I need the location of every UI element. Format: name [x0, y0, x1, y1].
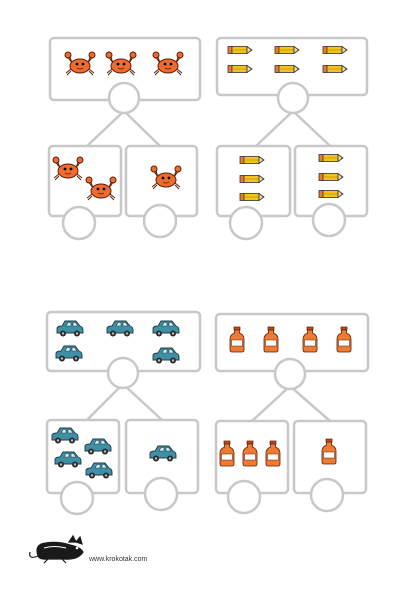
pencil-icon: [239, 175, 265, 183]
answer-circle-right[interactable]: [309, 477, 345, 513]
number-bond-bottles: [214, 312, 370, 515]
number-bond-cars: [45, 310, 202, 516]
answer-circle-right[interactable]: [311, 202, 347, 238]
answer-circle-left[interactable]: [228, 205, 264, 241]
answer-circle-right[interactable]: [143, 476, 179, 512]
connector-line: [86, 384, 163, 421]
pencil-icon: [227, 65, 253, 73]
cat-logo-icon: [29, 534, 84, 564]
answer-circle-whole[interactable]: [107, 81, 141, 115]
number-bond-crabs: [47, 36, 202, 241]
pencil-icon: [318, 173, 344, 181]
answer-circle-left[interactable]: [226, 479, 262, 515]
pencil-icon: [239, 156, 265, 164]
pencil-icon: [318, 190, 344, 198]
footer-url[interactable]: www.krokotak.com: [88, 556, 148, 563]
pencil-icon: [318, 154, 344, 162]
answer-circle-left[interactable]: [59, 480, 95, 516]
answer-circle-left[interactable]: [61, 205, 97, 241]
answer-circle-whole[interactable]: [276, 81, 310, 115]
pencil-icon: [227, 46, 253, 54]
pencil-icon: [239, 193, 265, 201]
pencil-icon: [274, 65, 300, 73]
connector-line: [251, 386, 331, 422]
pencil-icon: [322, 65, 348, 73]
answer-circle-right[interactable]: [142, 203, 178, 239]
answer-circle-whole[interactable]: [273, 357, 307, 391]
pencil-icon: [322, 46, 348, 54]
connector-line: [255, 111, 331, 147]
pencil-icon: [274, 46, 300, 54]
answer-circle-whole[interactable]: [106, 356, 140, 390]
connector-line: [86, 111, 161, 147]
number-bond-pencils: [215, 36, 369, 241]
